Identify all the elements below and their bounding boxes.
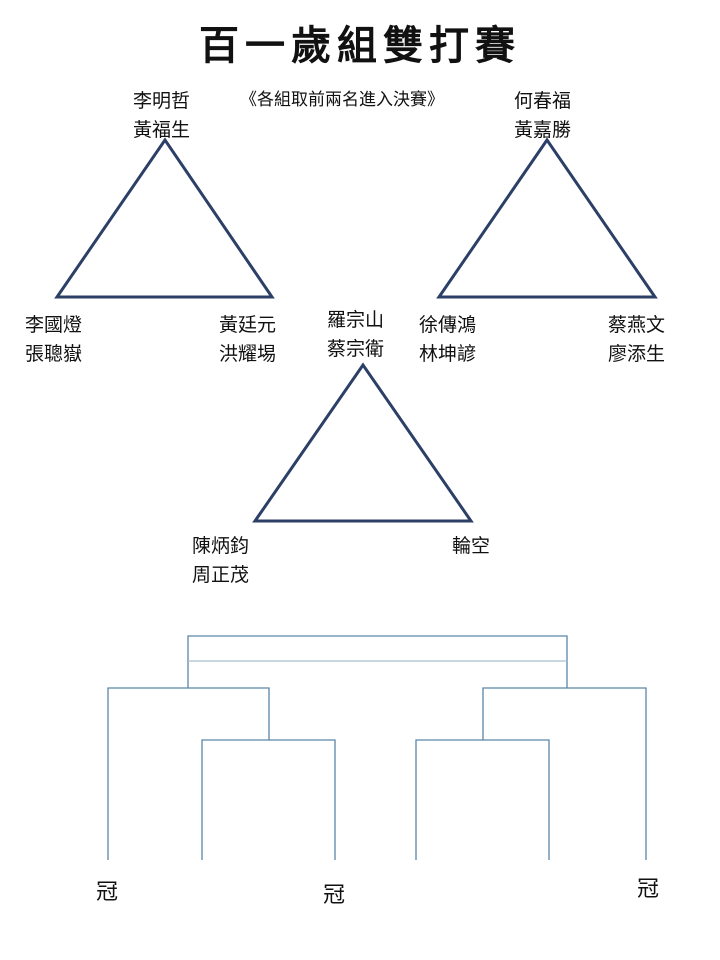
group-3-top-pair: 羅宗山 蔡宗衛: [327, 306, 384, 364]
player-name: 張聰嶽: [25, 343, 83, 365]
bracket-left-quarter: [201, 739, 336, 860]
bracket-right-quarter: [415, 739, 550, 860]
group-2-left-pair: 徐傳鴻 林坤諺: [419, 311, 476, 369]
player-name: 蔡燕文: [608, 314, 666, 336]
group-1-right-pair: 黃廷元 洪耀埸: [219, 311, 276, 369]
player-name: 周正茂: [192, 564, 250, 586]
player-name: 黃廷元: [219, 314, 277, 336]
group-1-top-pair: 李明哲 黃福生: [133, 87, 190, 145]
bracket-tree: [107, 635, 647, 860]
group-3-triangle: [252, 362, 474, 523]
player-name: 徐傳鴻: [419, 314, 477, 336]
player-name: 何春福: [514, 90, 572, 112]
subtitle: 《各組取前兩名進入決賽》: [240, 90, 444, 110]
group-1-triangle: [54, 137, 275, 299]
player-name: 陳炳鈞: [192, 535, 250, 557]
player-name: 黃福生: [133, 119, 191, 141]
bracket-label-center: 冠: [323, 883, 346, 908]
group-3-right-pair: 輪空: [452, 532, 490, 561]
group-3-left-pair: 陳炳鈞 周正茂: [192, 532, 249, 590]
bracket-right-semi: [482, 687, 647, 860]
player-name: 蔡宗衛: [327, 338, 385, 360]
group-2-top-pair: 何春福 黃嘉勝: [514, 87, 571, 145]
page-title: 百一歲組雙打賽: [199, 22, 521, 69]
player-name: 廖添生: [608, 343, 666, 365]
bracket-label-right: 冠: [637, 877, 660, 902]
player-name: 李明哲: [133, 90, 191, 112]
player-name: 輪空: [452, 535, 491, 557]
player-name: 羅宗山: [327, 309, 385, 331]
group-2-triangle: [436, 137, 658, 299]
bracket-left-semi: [107, 687, 270, 860]
group-2-right-pair: 蔡燕文 廖添生: [608, 311, 665, 369]
player-name: 黃嘉勝: [514, 119, 572, 141]
player-name: 林坤諺: [419, 343, 477, 365]
player-name: 洪耀埸: [219, 343, 277, 365]
bracket-label-left: 冠: [96, 880, 119, 905]
bracket-final-box: [187, 635, 568, 688]
group-1-left-pair: 李國燈 張聰嶽: [25, 311, 82, 369]
player-name: 李國燈: [25, 314, 83, 336]
